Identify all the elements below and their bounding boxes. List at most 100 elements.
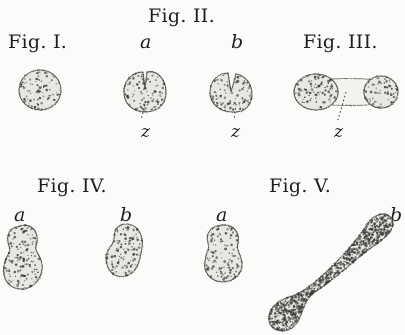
stipple-dot — [297, 294, 299, 296]
stipple-dot — [278, 326, 279, 327]
stipple-dot — [19, 243, 21, 245]
stipple-dot — [310, 293, 312, 295]
stipple-dot — [315, 97, 316, 98]
stipple-dot — [237, 76, 240, 79]
stipple-dot — [118, 259, 119, 260]
stipple-dot — [143, 110, 146, 113]
stipple-dot — [304, 102, 305, 103]
stipple-dot — [295, 311, 298, 314]
stipple-dot — [345, 254, 347, 256]
stipple-dot — [229, 86, 231, 88]
stipple-dot — [217, 98, 218, 99]
stipple-dot — [395, 92, 396, 93]
stipple-dot — [322, 281, 324, 283]
stipple-dot — [328, 275, 329, 276]
stipple-dot — [381, 83, 382, 84]
stipple-dot — [329, 268, 332, 271]
stipple-dot — [384, 86, 386, 88]
stipple-dot — [379, 221, 381, 223]
stipple-dot — [225, 232, 226, 233]
stipple-dot — [343, 261, 344, 262]
stipple-dot — [244, 99, 246, 101]
stipple-dot — [312, 291, 314, 293]
stipple-dot — [220, 108, 222, 110]
stipple-dot — [371, 229, 372, 230]
stipple-dot — [210, 86, 211, 87]
stipple-dot — [12, 263, 13, 264]
stipple-dot — [304, 97, 306, 99]
stipple-dot — [220, 272, 223, 275]
stipple-dot — [376, 220, 379, 223]
stipple-dot — [332, 270, 333, 271]
stipple-dot — [313, 286, 314, 287]
stipple-dot — [319, 77, 320, 78]
stipple-dot — [16, 246, 18, 248]
stipple-dot — [27, 90, 29, 92]
stipple-dot — [33, 99, 35, 101]
stipple-dot — [368, 248, 369, 249]
stipple-dot — [221, 238, 222, 239]
stipple-dot — [143, 80, 144, 81]
stipple-dot — [150, 109, 151, 110]
stipple-dot — [133, 258, 136, 261]
stipple-dot — [380, 239, 382, 241]
stipple-dot — [380, 106, 381, 107]
stipple-dot — [317, 74, 318, 75]
stipple-dot — [37, 69, 39, 71]
stipple-dot — [286, 328, 287, 329]
stipple-dot — [338, 267, 340, 269]
stipple-dot — [372, 98, 374, 100]
stipple-dot — [4, 261, 5, 262]
stipple-dot — [303, 291, 305, 293]
stipple-dot — [334, 265, 336, 267]
stipple-dot — [296, 306, 297, 307]
stipple-dot — [364, 97, 367, 100]
stipple-dot — [111, 261, 112, 262]
stipple-dot — [373, 231, 374, 232]
stipple-dot — [308, 95, 310, 97]
stipple-dot — [286, 311, 288, 313]
stipple-dot — [133, 253, 136, 256]
stipple-dot — [132, 93, 134, 95]
stipple-dot — [155, 85, 157, 87]
stipple-dot — [234, 102, 236, 104]
stipple-dot — [231, 260, 233, 262]
stipple-dot — [393, 93, 395, 95]
stipple-dot — [331, 84, 332, 85]
stipple-dot — [341, 263, 344, 266]
stipple-dot — [356, 248, 358, 250]
stipple-dot — [285, 324, 287, 326]
stipple-dot — [246, 100, 248, 102]
stipple-dot — [41, 80, 43, 82]
stipple-dot — [241, 88, 243, 90]
stipple-dot — [308, 80, 310, 82]
stipple-dot — [231, 253, 233, 255]
stipple-dot — [280, 302, 282, 304]
stipple-dot — [141, 75, 143, 77]
stipple-dot — [41, 109, 43, 111]
stipple-dot — [32, 272, 33, 273]
stipple-dot — [287, 313, 288, 314]
stipple-dot — [357, 239, 358, 240]
stipple-dot — [152, 95, 153, 96]
stipple-dot — [276, 304, 278, 306]
stipple-dot — [232, 231, 234, 233]
stipple-dot — [311, 88, 314, 91]
stipple-dot — [116, 265, 118, 267]
stipple-dot — [56, 94, 58, 96]
stipple-dot — [292, 327, 293, 328]
stipple-dot — [56, 92, 57, 93]
stipple-dot — [43, 87, 44, 88]
stipple-dot — [320, 280, 322, 282]
stipple-dot — [124, 265, 126, 267]
stipple-dot — [325, 278, 326, 279]
stipple-dot — [368, 234, 371, 237]
stipple-dot — [157, 76, 158, 77]
stipple-dot — [23, 288, 25, 290]
stipple-dot — [16, 257, 18, 259]
stipple-dot — [138, 232, 139, 233]
stipple-dot — [389, 81, 390, 82]
stipple-dot — [303, 295, 304, 296]
stipple-dot — [127, 89, 129, 91]
stipple-dot — [344, 267, 345, 268]
